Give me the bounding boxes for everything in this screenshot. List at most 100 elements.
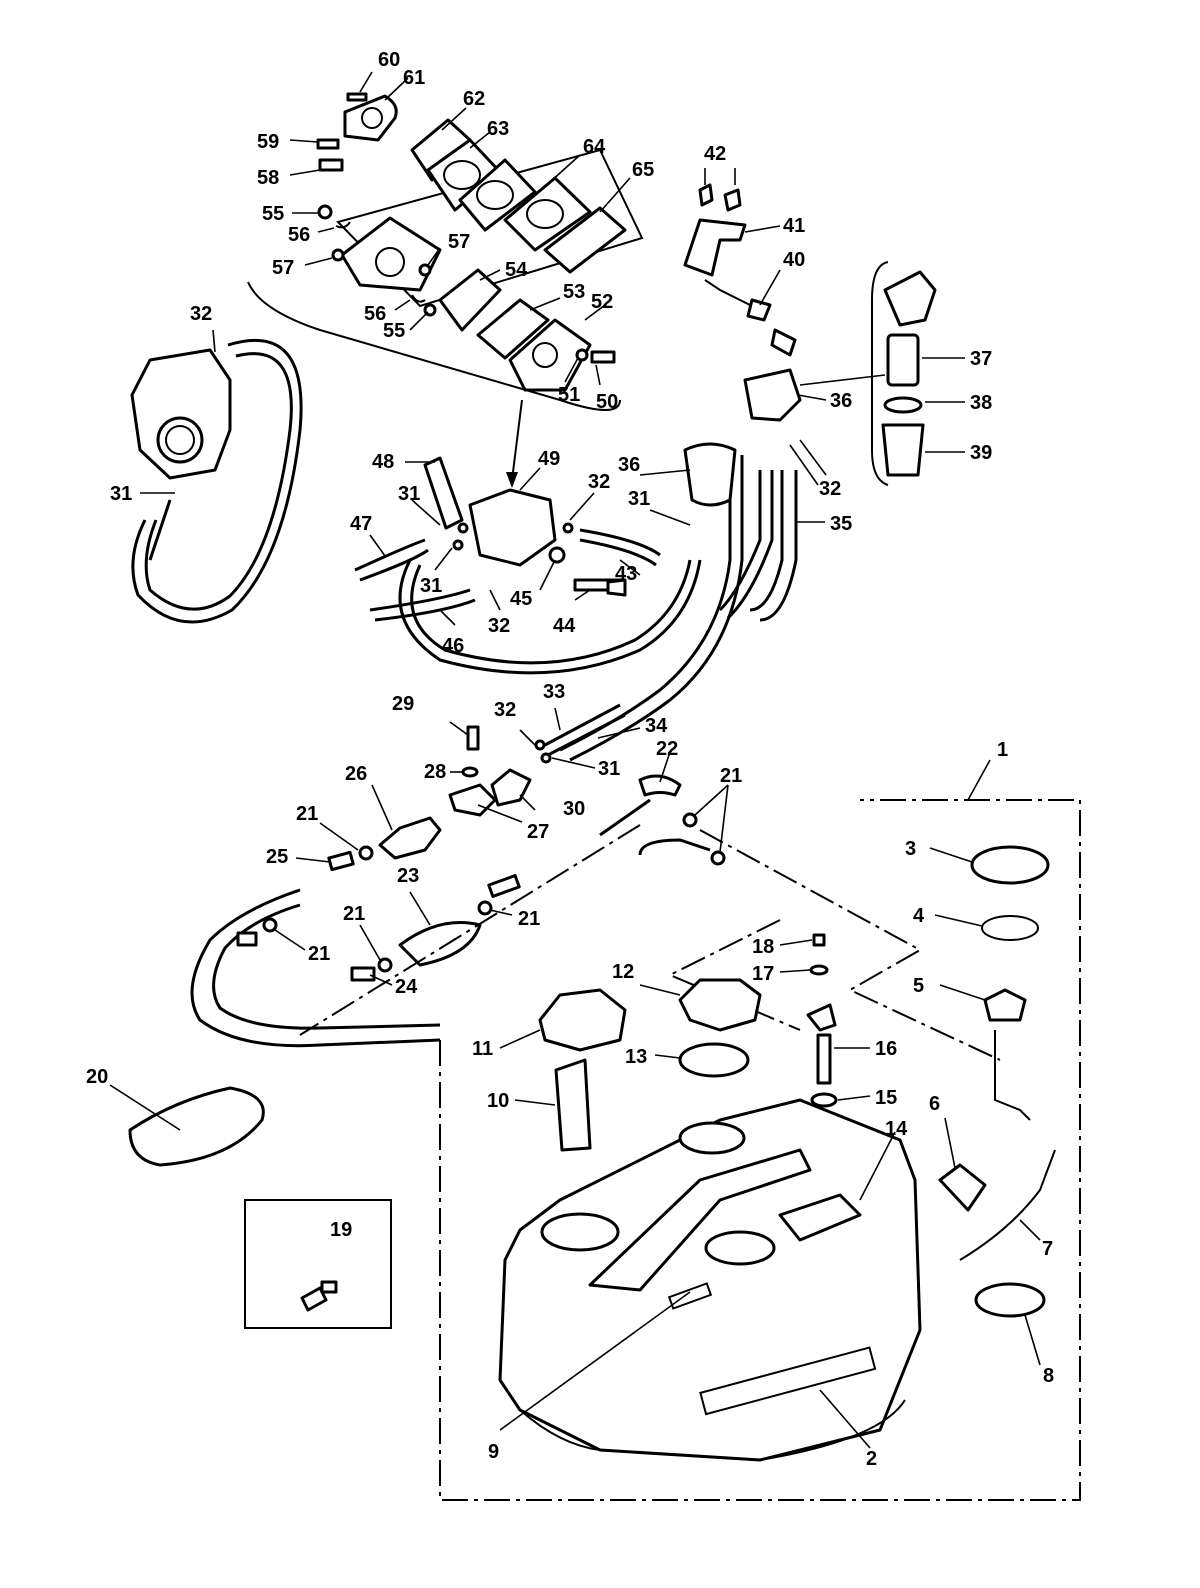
hose-46a (369, 588, 471, 612)
callout-58: 58 (257, 167, 279, 189)
callout-27: 27 (527, 821, 549, 843)
callout-17: 17 (752, 963, 774, 985)
carburetor-body (130, 348, 232, 480)
kit-box (439, 799, 1081, 1501)
carburetor-throat (156, 416, 204, 464)
callout-40: 40 (783, 249, 805, 271)
nut-42b (723, 188, 742, 212)
callout-29: 29 (392, 693, 414, 715)
callout-56: 56 (364, 303, 386, 325)
callout-33: 33 (543, 681, 565, 703)
callout-36: 36 (618, 454, 640, 476)
fuel-line-connectors (378, 703, 626, 860)
callout-35: 35 (830, 513, 852, 535)
callout-56: 56 (288, 224, 310, 246)
callout-25: 25 (266, 846, 288, 868)
fuel-hose-lower (190, 774, 726, 1048)
hose-inner-left (144, 352, 293, 611)
hose-34 (547, 713, 626, 757)
filter-inset (871, 261, 937, 486)
callout-23: 23 (397, 865, 419, 887)
cap-12 (678, 978, 762, 1032)
screw-59 (316, 138, 340, 150)
callout-47: 47 (350, 513, 372, 535)
washer-28 (461, 766, 479, 778)
washer-45 (548, 546, 566, 564)
bolt-40 (746, 298, 772, 322)
hose-outer-loop (190, 888, 441, 1048)
gasket-64a (458, 158, 537, 232)
filter-inset-arrow (799, 374, 886, 386)
callout-31: 31 (598, 758, 620, 780)
hose-loop-b (410, 559, 692, 665)
gasket-64b (503, 176, 592, 252)
tank-handle (588, 1148, 812, 1292)
screw-50 (590, 350, 616, 364)
callout-49: 49 (538, 448, 560, 470)
clamp-31-b (457, 522, 469, 534)
connector-26 (378, 816, 442, 860)
clip-56b (411, 294, 426, 303)
callout-20: 20 (86, 1066, 108, 1088)
hose-31a (148, 499, 172, 561)
fitting-19-tip (320, 1280, 338, 1294)
callout-41: 41 (783, 215, 805, 237)
callout-57: 57 (272, 257, 294, 279)
filter-10 (554, 1058, 592, 1152)
upper-hoses (131, 339, 798, 762)
kit-inner-dash-a (699, 829, 1001, 1061)
fuel-pump-exploded-group (247, 92, 644, 488)
callout-19: 19 (330, 1219, 352, 1241)
fitting-55a (317, 204, 333, 220)
fuel-tank (498, 1098, 922, 1462)
callout-21: 21 (720, 765, 742, 787)
clamp-21c (358, 845, 374, 861)
washer-17 (809, 964, 829, 976)
gauge-16-head (806, 1003, 837, 1032)
callout-21: 21 (308, 943, 330, 965)
cap-11 (538, 988, 627, 1052)
bracket-41 (683, 218, 747, 277)
carburetor (130, 348, 232, 480)
pump-cover-plate (343, 94, 398, 142)
callout-63: 63 (487, 118, 509, 140)
clamp-32-e (534, 739, 546, 751)
callout-5: 5 (913, 975, 924, 997)
inset-filter-head (883, 270, 937, 327)
filter-element-37 (886, 333, 920, 387)
float-6 (938, 1163, 987, 1212)
callout-44: 44 (553, 615, 576, 637)
connector-27 (448, 783, 497, 817)
callout-31: 31 (110, 483, 132, 505)
callout-9: 9 (488, 1441, 499, 1463)
callout-32: 32 (494, 699, 516, 721)
callout-59: 59 (257, 131, 279, 153)
primer-bulb-23 (398, 921, 482, 967)
inset-bracket (871, 261, 889, 486)
callout-55: 55 (262, 203, 284, 225)
screw-18 (812, 933, 826, 947)
callout-54: 54 (505, 259, 528, 281)
gasket-15 (810, 1092, 838, 1108)
callout-53: 53 (563, 281, 585, 303)
bolt-44-head (606, 578, 627, 597)
clip-56a (335, 221, 351, 229)
clamp-21f (377, 957, 393, 973)
fitting-57a (331, 248, 345, 262)
filter-36b (743, 368, 802, 422)
pickup-5-head (983, 988, 1027, 1022)
callout-46: 46 (442, 635, 464, 657)
clamp-31-e (540, 752, 552, 764)
oring-4 (981, 915, 1039, 941)
clamp-21e (262, 917, 278, 933)
callout-2: 2 (866, 1448, 877, 1470)
nut-42a (698, 183, 714, 207)
fitting-19 (300, 1286, 328, 1312)
float-arm-7 (959, 1149, 1056, 1261)
fuel-pump-49 (423, 456, 627, 597)
hose-43b (579, 538, 657, 567)
pump-body-upper (340, 216, 442, 292)
callout-30: 30 (563, 798, 585, 820)
callout-32: 32 (819, 478, 841, 500)
